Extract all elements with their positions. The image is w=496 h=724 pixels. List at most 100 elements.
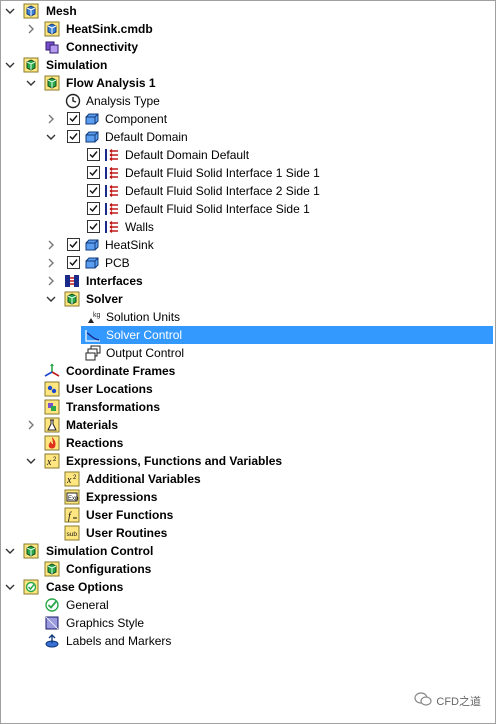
- collapse-chevron-icon[interactable]: [4, 542, 16, 560]
- mesh-file-icon: [44, 21, 60, 37]
- tree-label: Transformations: [66, 400, 161, 414]
- tree-label: Simulation: [46, 58, 108, 72]
- tree-row-materials[interactable]: Materials: [1, 416, 495, 434]
- tree-label: Default Fluid Solid Interface 1 Side 1: [125, 166, 320, 180]
- tree-row-user-functions[interactable]: f User Functions: [1, 506, 495, 524]
- tree-label: Analysis Type: [86, 94, 160, 108]
- collapse-chevron-icon[interactable]: [25, 74, 37, 92]
- boundary-checkbox[interactable]: [87, 148, 100, 161]
- expand-chevron-icon[interactable]: [25, 20, 37, 38]
- coordinate-frames-icon: [44, 363, 60, 379]
- collapse-chevron-icon[interactable]: [4, 56, 16, 74]
- tree-row-transformations[interactable]: Transformations: [1, 398, 495, 416]
- tree-label: Solution Units: [106, 310, 181, 324]
- tree-row-case-options[interactable]: Case Options: [1, 578, 495, 596]
- tree-row-default-domain[interactable]: Default Domain: [1, 128, 495, 146]
- svg-text:Exp: Exp: [68, 496, 79, 502]
- default-domain-checkbox[interactable]: [67, 130, 80, 143]
- tree-row-user-routines[interactable]: sub User Routines: [1, 524, 495, 542]
- collapse-chevron-icon[interactable]: [4, 578, 16, 596]
- expand-chevron-icon[interactable]: [25, 416, 37, 434]
- user-functions-icon: f: [64, 507, 80, 523]
- tree-label: Coordinate Frames: [66, 364, 176, 378]
- boundary-checkbox[interactable]: [87, 202, 100, 215]
- tree-row-solver-control[interactable]: Solver Control: [1, 326, 495, 344]
- svg-text:sub: sub: [67, 531, 78, 538]
- expand-chevron-icon[interactable]: [45, 254, 57, 272]
- boundary-icon: [104, 219, 120, 235]
- boundary-icon: [104, 183, 120, 199]
- tree-row-flow-analysis[interactable]: Flow Analysis 1: [1, 74, 495, 92]
- tree-row-dfsi-side1[interactable]: Default Fluid Solid Interface Side 1: [1, 200, 495, 218]
- tree-label: Default Fluid Solid Interface 2 Side 1: [125, 184, 320, 198]
- component-checkbox[interactable]: [67, 112, 80, 125]
- tree-row-analysis-type[interactable]: Analysis Type: [1, 92, 495, 110]
- tree-row-simulation[interactable]: Simulation: [1, 56, 495, 74]
- tree-label: Default Fluid Solid Interface Side 1: [125, 202, 310, 216]
- tree-row-graphics-style[interactable]: Graphics Style: [1, 614, 495, 632]
- general-icon: [44, 597, 60, 613]
- pcb-checkbox[interactable]: [67, 256, 80, 269]
- tree-row-reactions[interactable]: Reactions: [1, 434, 495, 452]
- boundary-icon: [104, 147, 120, 163]
- expand-chevron-icon[interactable]: [45, 272, 57, 290]
- watermark-label: CFD之道: [436, 695, 481, 708]
- collapse-chevron-icon[interactable]: [45, 128, 57, 146]
- tree-row-pcb[interactable]: PCB: [1, 254, 495, 272]
- clock-icon: [65, 93, 81, 109]
- tree-label: HeatSink: [105, 238, 154, 252]
- collapse-chevron-icon[interactable]: [45, 290, 57, 308]
- tree-row-dfsi-1-side1[interactable]: Default Fluid Solid Interface 1 Side 1: [1, 164, 495, 182]
- svg-text:x: x: [46, 457, 52, 468]
- tree-row-walls[interactable]: Walls: [1, 218, 495, 236]
- tree-label: Configurations: [66, 562, 152, 576]
- boundary-checkbox[interactable]: [87, 220, 100, 233]
- tree-row-solver[interactable]: Solver: [1, 290, 495, 308]
- solver-icon: [64, 291, 80, 307]
- tree-row-configurations[interactable]: Configurations: [1, 560, 495, 578]
- tree-row-simulation-control[interactable]: Simulation Control: [1, 542, 495, 560]
- tree-row-coordinate-frames[interactable]: Coordinate Frames: [1, 362, 495, 380]
- domain-icon: [84, 111, 100, 127]
- tree-row-connectivity[interactable]: Connectivity: [1, 38, 495, 56]
- boundary-checkbox[interactable]: [87, 166, 100, 179]
- tree-row-mesh[interactable]: Mesh: [1, 2, 495, 20]
- tree-label: HeatSink.cmdb: [66, 22, 153, 36]
- tree-row-labels-markers[interactable]: Labels and Markers: [1, 632, 495, 650]
- tree-label: Component: [105, 112, 168, 126]
- interfaces-icon: [64, 273, 80, 289]
- tree-row-expressions[interactable]: Exp Expressions: [1, 488, 495, 506]
- tree-label: Default Domain: [105, 130, 188, 144]
- transformations-icon: [44, 399, 60, 415]
- tree-row-heatsink[interactable]: HeatSink: [1, 236, 495, 254]
- tree-row-heatsink-cmdb[interactable]: HeatSink.cmdb: [1, 20, 495, 38]
- tree-row-user-locations[interactable]: User Locations: [1, 380, 495, 398]
- tree-row-dd-default[interactable]: Default Domain Default: [1, 146, 495, 164]
- tree-row-general[interactable]: General: [1, 596, 495, 614]
- tree-row-interfaces[interactable]: Interfaces: [1, 272, 495, 290]
- heatsink-checkbox[interactable]: [67, 238, 80, 251]
- expand-chevron-icon[interactable]: [45, 236, 57, 254]
- watermark: CFD之道: [414, 692, 481, 709]
- tree-row-dfsi-2-side1[interactable]: Default Fluid Solid Interface 2 Side 1: [1, 182, 495, 200]
- expand-chevron-icon[interactable]: [45, 110, 57, 128]
- tree-label: Expressions: [86, 490, 158, 504]
- materials-icon: [44, 417, 60, 433]
- tree-row-solution-units[interactable]: kg Solution Units: [1, 308, 495, 326]
- tree-row-component[interactable]: Component: [1, 110, 495, 128]
- domain-icon: [84, 255, 100, 271]
- collapse-chevron-icon[interactable]: [4, 2, 16, 20]
- collapse-chevron-icon[interactable]: [25, 452, 37, 470]
- tree-label: Simulation Control: [46, 544, 154, 558]
- boundary-checkbox[interactable]: [87, 184, 100, 197]
- case-options-icon: [23, 579, 39, 595]
- tree-row-output-control[interactable]: Output Control: [1, 344, 495, 362]
- selection-highlight: [81, 326, 493, 344]
- tree-label: PCB: [105, 256, 130, 270]
- graphics-style-icon: [44, 615, 60, 631]
- svg-text:f: f: [68, 511, 72, 522]
